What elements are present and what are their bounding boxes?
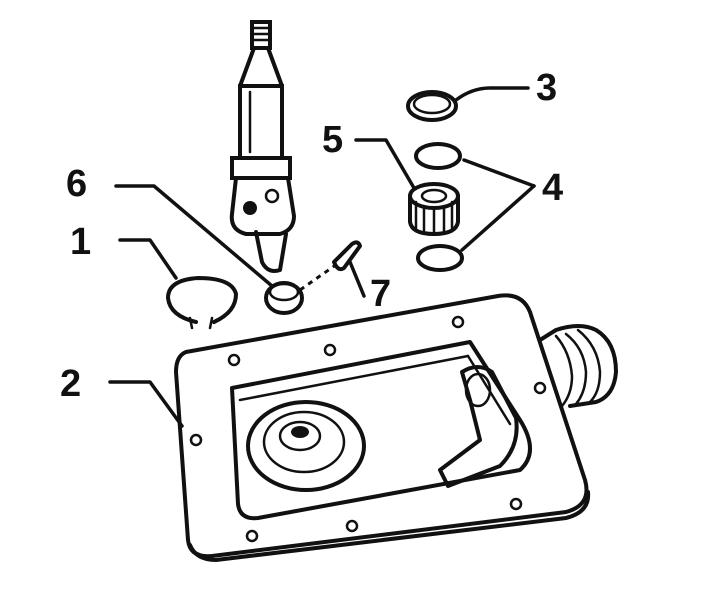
label-3: 3 [536,67,557,109]
label-2: 2 [60,363,81,405]
leader-6 [114,184,274,288]
part-shift-lever [229,20,296,273]
leader-4b [460,184,536,252]
label-6: 6 [66,163,87,205]
leader-4a [462,158,536,188]
leader-1 [118,238,178,280]
part-housing [174,293,618,562]
part-labels: 1 2 3 4 5 6 7 [60,67,563,405]
label-7: 7 [370,273,391,315]
part-1-split-ring [166,276,238,330]
leader-3 [454,86,530,102]
part-7-pin [299,240,362,292]
leader-7 [348,260,366,298]
part-3-ring [406,90,458,122]
part-5-bushing [408,182,460,236]
part-4-o-rings [414,142,464,272]
leader-2 [108,380,184,428]
label-4: 4 [542,167,563,209]
leader-5 [354,138,416,190]
leader-lines [108,86,536,428]
part-6-cap [264,281,304,315]
label-1: 1 [70,221,91,263]
label-5: 5 [322,119,343,161]
